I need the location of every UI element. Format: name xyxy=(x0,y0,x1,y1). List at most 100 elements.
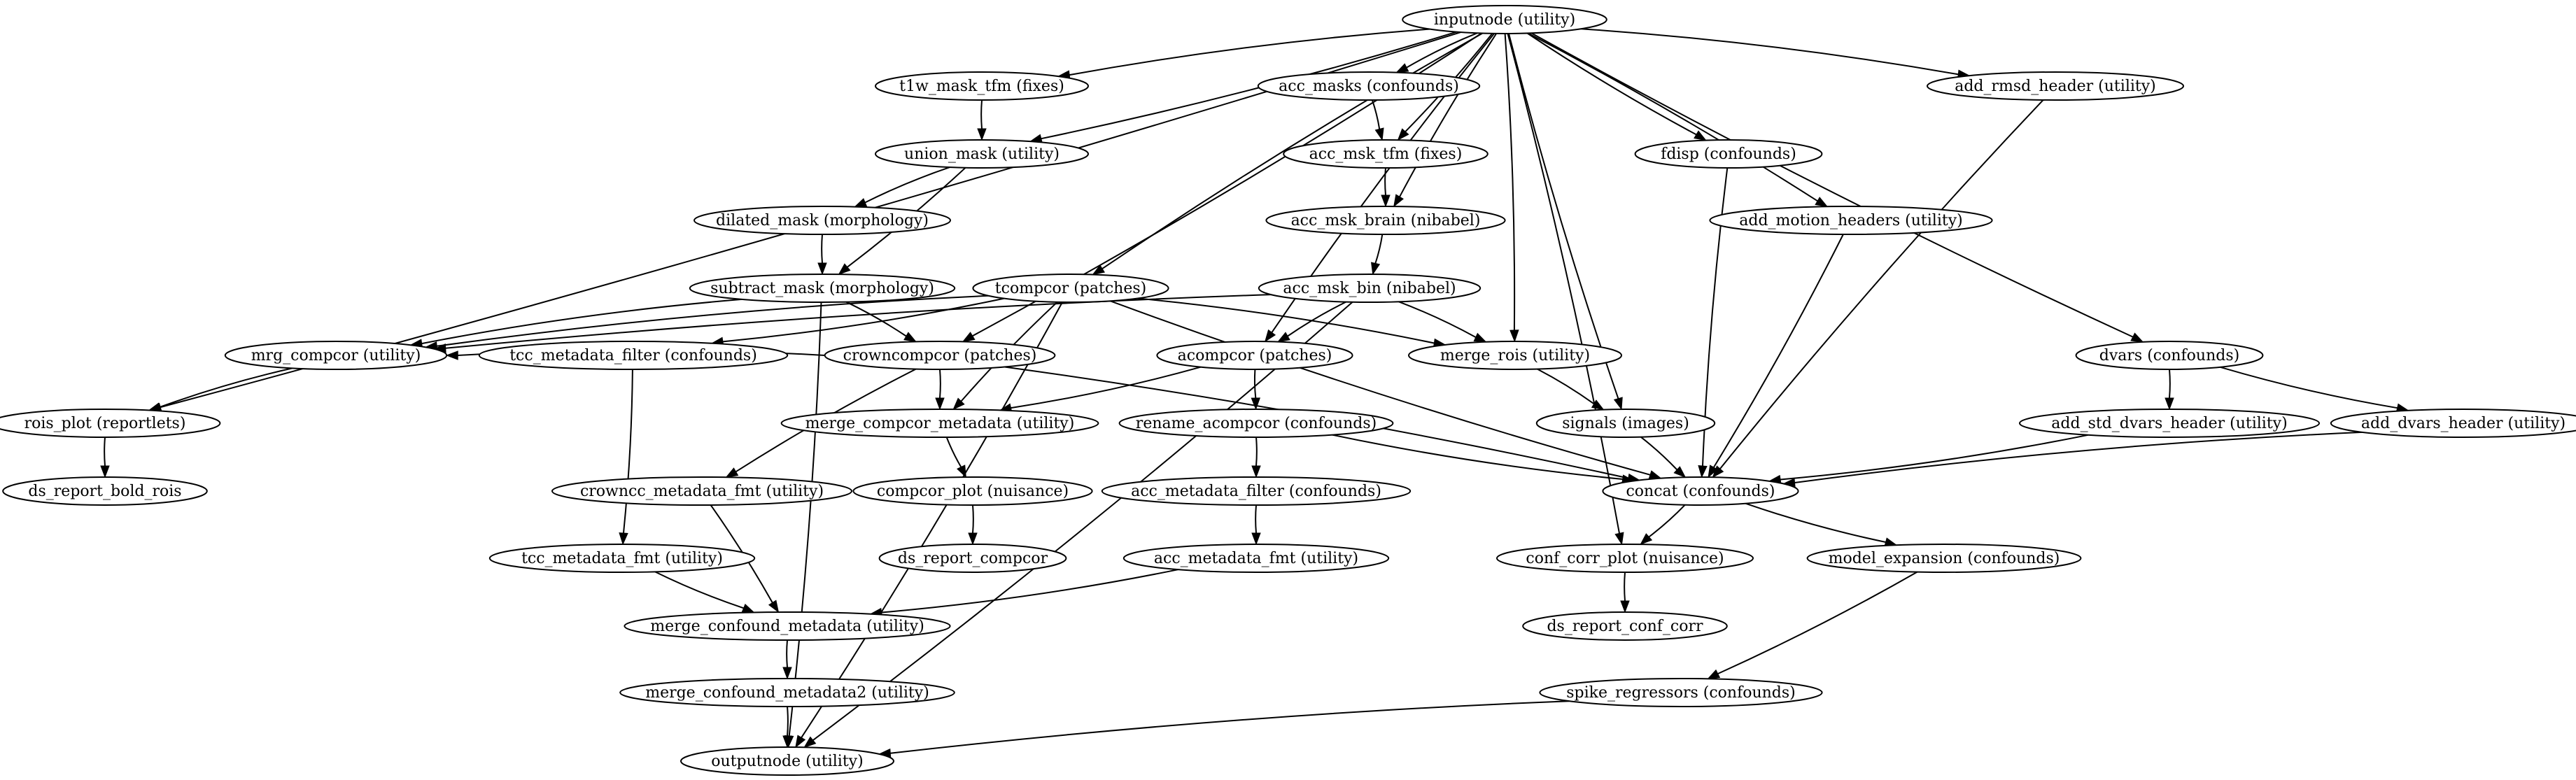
edge-line xyxy=(159,367,293,408)
node-ellipse xyxy=(1122,544,1390,573)
node-add-rmsd-header: add_rmsd_header (utility) xyxy=(1927,71,2184,101)
edge-arrowhead xyxy=(1393,194,1404,208)
node-ellipse xyxy=(1118,409,1394,438)
edge-inputnode-to-merge-rois xyxy=(1504,33,1519,343)
node-signals: signals (images) xyxy=(1535,409,1716,438)
edge-arrowhead xyxy=(782,735,792,749)
edge-arrowhead xyxy=(1371,262,1381,276)
edge-arrowhead xyxy=(1707,669,1721,680)
edge-arrowhead xyxy=(795,735,806,749)
edge-arrowhead xyxy=(952,397,965,411)
edge-line xyxy=(890,700,1570,754)
node-ellipse xyxy=(478,341,789,370)
node-ellipse xyxy=(1257,71,1481,101)
edge-arrowhead xyxy=(977,128,987,141)
edge-arrowhead xyxy=(1251,532,1261,546)
node-label: acc_msk_brain (nibabel) xyxy=(1291,212,1481,229)
edge-arrowhead xyxy=(1673,466,1687,478)
node-label: fdisp (confounds) xyxy=(1661,146,1796,163)
node-ellipse xyxy=(0,409,221,438)
node-acompcor: acompcor (patches) xyxy=(1156,341,1353,370)
node-fdisp: fdisp (confounds) xyxy=(1634,139,1823,169)
node-model-expansion: model_expansion (confounds) xyxy=(1806,544,2082,573)
node-ellipse xyxy=(2019,409,2320,438)
edge-arrowhead xyxy=(1591,399,1605,411)
node-ellipse xyxy=(680,746,894,776)
edge-arrowhead xyxy=(2130,332,2144,343)
edge-inputnode-to-conf-corr-plot xyxy=(1507,33,1624,546)
edge-line xyxy=(104,437,106,467)
edge-acompcor-to-rename-acompcor xyxy=(1251,369,1261,411)
edge-line xyxy=(445,294,1272,349)
edge-arrowhead xyxy=(1698,465,1708,478)
edge-line xyxy=(1745,502,1886,543)
edge-arrowhead xyxy=(903,332,917,343)
node-ellipse xyxy=(1101,476,1412,506)
node-label: outputnode (utility) xyxy=(711,753,863,770)
edge-arrowhead xyxy=(1708,465,1718,478)
edge-arrowhead xyxy=(817,262,827,276)
edge-line xyxy=(1719,99,2044,469)
node-label: ds_report_bold_rois xyxy=(28,483,181,500)
node-merge-compcor-metadata: merge_compcor_metadata (utility) xyxy=(780,409,1099,438)
node-label: dilated_mask (morphology) xyxy=(716,212,929,229)
edge-line xyxy=(2220,366,2398,409)
node-ellipse xyxy=(2,476,208,506)
edge-arrowhead xyxy=(838,263,851,276)
node-ellipse xyxy=(619,678,955,707)
edge-add-rmsd-header-to-concat xyxy=(1712,99,2044,478)
node-acc-msk-tfm: acc_msk_tfm (fixes) xyxy=(1283,139,1488,169)
edge-subtract-mask-to-mrg-compcor xyxy=(409,298,742,348)
edge-inputnode-to-dvars xyxy=(1530,32,2144,343)
edge-merge-compcor-metadata-to-compcor-plot xyxy=(945,437,966,478)
edge-arrowhead xyxy=(725,467,739,478)
edge-line xyxy=(1137,297,1435,344)
edge-line xyxy=(1780,434,2089,481)
node-ds-report-compcor: ds_report_compcor xyxy=(878,544,1067,573)
edge-line xyxy=(722,297,1005,343)
edge-arrowhead xyxy=(1620,600,1630,614)
edges-layer xyxy=(100,28,2409,758)
node-concat: concat (confounds) xyxy=(1602,476,1799,506)
node-label: acc_masks (confounds) xyxy=(1279,78,1459,95)
node-label: merge_rois (utility) xyxy=(1440,347,1590,364)
node-ellipse xyxy=(1283,139,1488,169)
edge-arrowhead xyxy=(100,465,110,478)
edge-tcc-metadata-filter-to-tcc-metadata-fmt xyxy=(619,369,633,546)
node-label: inputnode (utility) xyxy=(1434,11,1575,29)
node-merge-rois: merge_rois (utility) xyxy=(1408,341,1622,370)
edge-line xyxy=(1399,33,1498,197)
edge-line xyxy=(421,298,742,345)
node-ellipse xyxy=(694,206,951,235)
edge-rename-acompcor-to-acc-metadata-filter xyxy=(1251,437,1261,478)
edge-arrowhead xyxy=(1251,397,1261,411)
node-label: acc_metadata_fmt (utility) xyxy=(1154,550,1358,567)
node-label: union_mask (utility) xyxy=(904,146,1060,163)
node-tcompcor: tcompcor (patches) xyxy=(972,274,1169,303)
edge-acc-msk-bin-to-acompcor xyxy=(1276,301,1347,343)
edge-model-expansion-to-spike-regressors xyxy=(1707,571,1918,680)
node-rois-plot: rois_plot (reportlets) xyxy=(0,409,221,438)
edge-arrowhead xyxy=(1648,470,1662,480)
node-ellipse xyxy=(551,476,852,506)
edge-concat-to-model-expansion xyxy=(1745,502,1898,547)
edge-arrowhead xyxy=(1473,332,1487,343)
nodes-layer: inputnode (utility)t1w_mask_tfm (fixes)a… xyxy=(0,5,2576,776)
node-subtract-mask: subtract_mask (morphology) xyxy=(689,274,956,303)
edge-arrowhead xyxy=(1395,63,1409,73)
edge-line xyxy=(1581,28,1959,76)
edge-line xyxy=(1398,301,1477,338)
edge-arrowhead xyxy=(1092,264,1106,276)
node-label: acompcor (patches) xyxy=(1178,347,1332,364)
edge-arrowhead xyxy=(1613,397,1623,411)
node-ellipse xyxy=(1539,678,1823,707)
node-ellipse xyxy=(878,544,1067,573)
edge-dilated-mask-to-subtract-mask xyxy=(817,234,827,276)
edge-arrowhead xyxy=(935,397,945,411)
node-label: subtract_mask (morphology) xyxy=(710,280,934,297)
edge-arrowhead xyxy=(741,603,755,613)
node-ellipse xyxy=(1602,476,1799,506)
node-add-motion-headers: add_motion_headers (utility) xyxy=(1709,206,1993,235)
edge-arrowhead xyxy=(1381,194,1391,208)
